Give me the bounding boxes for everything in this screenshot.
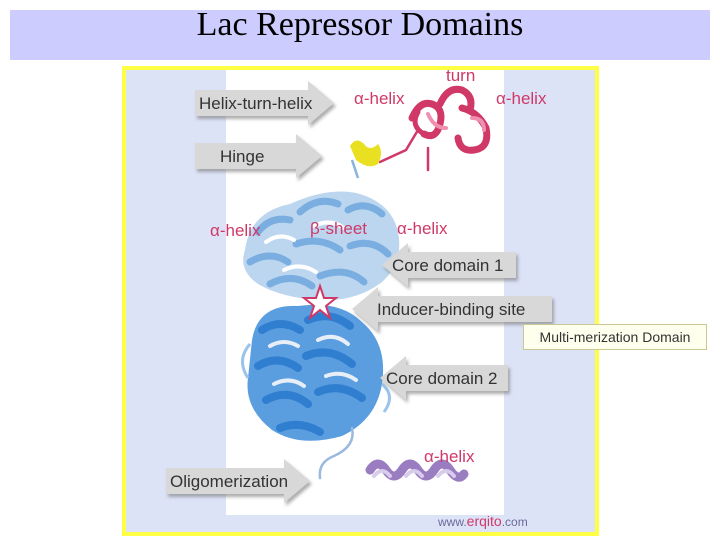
- arrow-oligomerization: [166, 459, 310, 503]
- label-hinge: Hinge: [220, 147, 264, 166]
- label-core-domain-1: Core domain 1: [392, 256, 504, 275]
- hinge-domain: [350, 140, 381, 179]
- label-alpha-helix-htH-left: α-helix: [354, 89, 405, 108]
- title-bar: [10, 10, 710, 60]
- label-alpha-helix-htH-right: α-helix: [496, 89, 547, 108]
- helix-turn-helix-domain: [378, 85, 491, 172]
- watermark: www.erqito.com: [437, 513, 528, 529]
- label-beta-sheet: β-sheet: [310, 219, 367, 238]
- watermark-suffix: .com: [502, 515, 528, 529]
- label-helix-turn-helix: Helix-turn-helix: [199, 94, 313, 113]
- oligomerization-helix: [318, 426, 469, 482]
- arrow-core-domain-1: [382, 243, 516, 287]
- arrow-core-domain-2: [380, 356, 508, 400]
- label-oligomerization: Oligomerization: [170, 472, 288, 491]
- arrow-helix-turn-helix: [195, 81, 334, 125]
- arrow-hinge: [195, 134, 322, 178]
- inducer-star-icon: [301, 282, 339, 321]
- label-core-domain-2: Core domain 2: [386, 369, 498, 388]
- label-turn: turn: [446, 66, 475, 85]
- slide-title: Lac Repressor Domains: [196, 6, 524, 43]
- label-inducer-binding-site: Inducer-binding site: [377, 300, 525, 319]
- core-domain-2: [241, 304, 391, 441]
- label-alpha-helix-oligomer: α-helix: [424, 447, 475, 466]
- tooltip-multimerization: Multi-merization Domain: [523, 324, 707, 350]
- core-domain-1: [243, 191, 400, 301]
- arrow-inducer-binding-site: [352, 287, 552, 331]
- watermark-brand: erqito: [467, 513, 502, 529]
- watermark-prefix: www.: [437, 515, 467, 529]
- label-alpha-helix-core-left: α-helix: [210, 221, 261, 240]
- label-alpha-helix-core-right: α-helix: [397, 219, 448, 238]
